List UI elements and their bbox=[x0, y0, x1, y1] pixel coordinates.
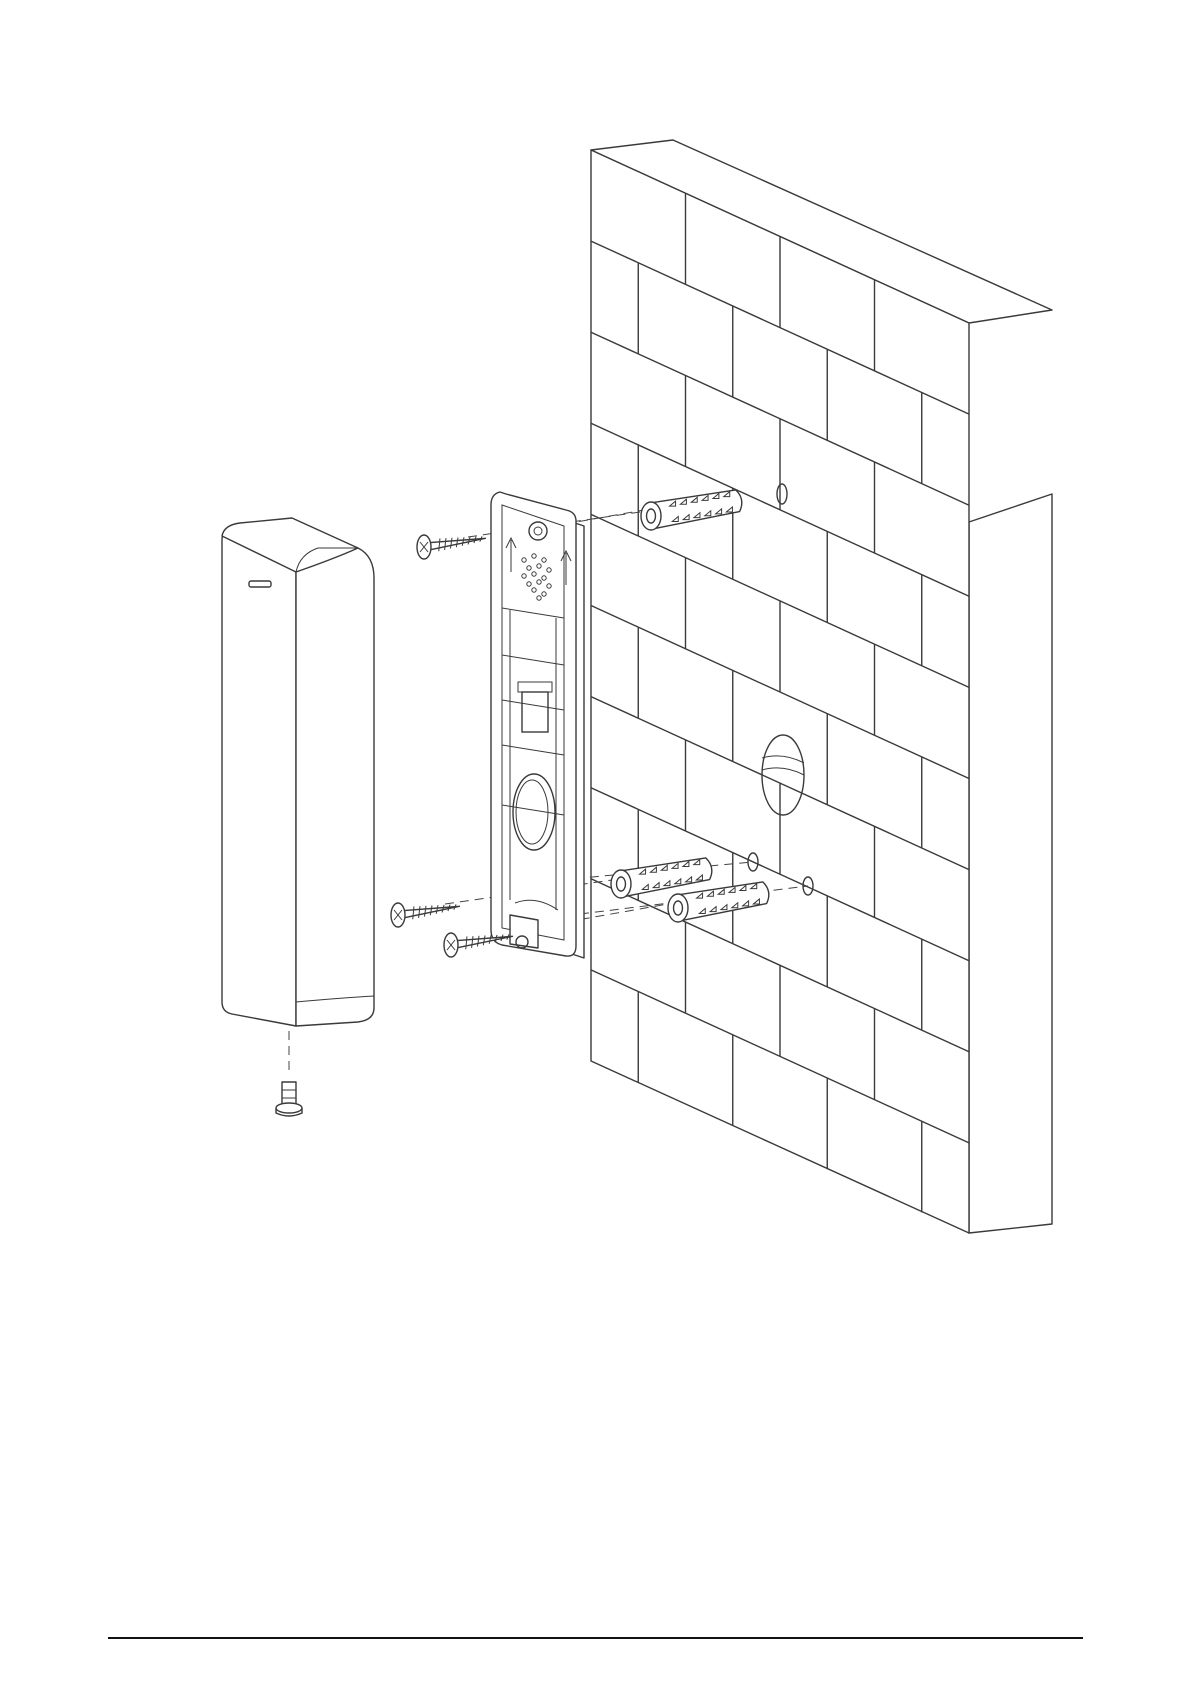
screw bbox=[417, 535, 485, 559]
wall-side-face bbox=[969, 494, 1052, 1233]
device-cover bbox=[222, 518, 374, 1026]
bracket-plate bbox=[491, 492, 576, 956]
bracket-bottom-screw-boss bbox=[510, 915, 538, 948]
bottom-screw-head bbox=[276, 1103, 302, 1113]
device-front-edge bbox=[222, 528, 296, 1026]
mounting-bracket bbox=[491, 492, 584, 958]
device-main-face bbox=[296, 548, 374, 1026]
bottom-screw bbox=[276, 1082, 302, 1116]
footer-rule bbox=[108, 1637, 1083, 1639]
screw bbox=[391, 903, 459, 927]
brick-wall bbox=[591, 140, 1052, 1233]
